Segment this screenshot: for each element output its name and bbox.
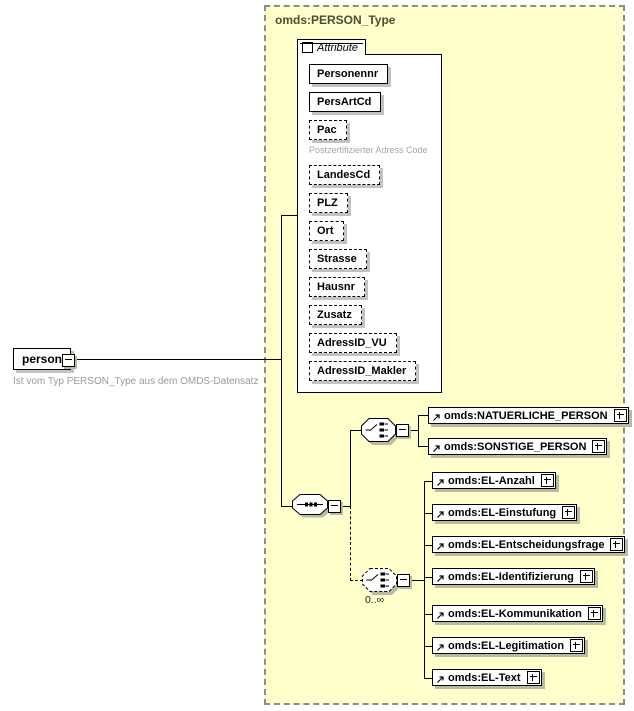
attribute-label: LandesCd (317, 169, 371, 181)
connector-line (408, 580, 424, 581)
connector-line (281, 215, 298, 216)
attribute-pac[interactable]: Pac (309, 120, 347, 140)
connector-line (424, 678, 432, 679)
element-el-einstufung[interactable]: omds:EL-Einstufung (432, 504, 578, 521)
attribute-label: Hausnr (317, 281, 355, 293)
element-reference-icon (437, 511, 444, 518)
attribute-label: AdressID_Makler (317, 365, 407, 377)
element-sonstige-person[interactable]: omds:SONSTIGE_PERSON (428, 438, 608, 455)
attributes-tab-label: Attribute (317, 41, 358, 54)
element-el-anzahl[interactable]: omds:EL-Anzahl (432, 472, 556, 489)
connector-line (424, 481, 425, 678)
attribute-label: Personennr (317, 68, 379, 80)
connector-line (424, 513, 432, 514)
attribute-adressid-vu[interactable]: AdressID_VU (309, 333, 397, 353)
element-el-identifizierung[interactable]: omds:EL-Identifizierung (432, 568, 595, 585)
element-label: omds:EL-Kommunikation (448, 607, 582, 620)
element-label: omds:EL-Einstufung (448, 506, 557, 519)
element-reference-icon (437, 612, 444, 619)
occurrence-label: 0..∞ (365, 594, 385, 606)
attribute-adressid-makler[interactable]: AdressID_Makler (309, 361, 417, 381)
element-reference-icon (437, 575, 444, 582)
element-reference-icon (437, 479, 444, 486)
attribute-plz[interactable]: PLZ (309, 193, 348, 213)
collapse-icon[interactable] (302, 42, 313, 53)
choice-connector-icon[interactable] (361, 418, 402, 448)
expand-icon[interactable] (592, 440, 606, 453)
element-label: omds:EL-Legitimation (448, 639, 565, 652)
element-label: omds:EL-Text (448, 671, 521, 684)
attribute-hausnr[interactable]: Hausnr (309, 277, 365, 297)
connector-line (424, 577, 432, 578)
connector-line (424, 545, 432, 546)
sequence-connector-icon[interactable] (292, 494, 333, 521)
element-label: omds:EL-Entscheidungsfrage (448, 538, 605, 551)
connector-line (424, 646, 432, 647)
element-el-kommunikation[interactable]: omds:EL-Kommunikation (432, 605, 603, 622)
attribute-label: PLZ (317, 197, 338, 209)
connector-line (281, 506, 293, 507)
collapse-icon[interactable] (396, 424, 409, 437)
connector-line (339, 506, 351, 507)
element-el-entscheidungsfrage[interactable]: omds:EL-Entscheidungsfrage (432, 536, 626, 553)
element-label: omds:EL-Identifizierung (448, 570, 574, 583)
connector-line (73, 359, 281, 360)
attribute-annotation: Postzertifizierter Adress Code (309, 145, 428, 155)
attributes-tab[interactable]: Attribute (297, 39, 366, 55)
element-natuerliche-person[interactable]: omds:NATUERLICHE_PERSON (428, 407, 629, 424)
expand-icon[interactable] (540, 474, 554, 487)
choice-connector-optional-icon[interactable] (362, 568, 403, 598)
element-reference-icon (437, 644, 444, 651)
attribute-zusatz[interactable]: Zusatz (309, 305, 362, 325)
attribute-label: Pac (317, 124, 337, 136)
attribute-label: Strasse (317, 253, 357, 265)
root-element-person[interactable]: person (13, 348, 72, 370)
element-reference-icon (433, 445, 440, 452)
connector-line (350, 430, 351, 507)
connector-line (350, 430, 363, 431)
element-reference-icon (437, 676, 444, 683)
element-reference-icon (433, 414, 440, 421)
element-label: omds:EL-Anzahl (448, 474, 535, 487)
connector-line (424, 481, 432, 482)
collapse-icon[interactable] (328, 500, 341, 513)
attribute-label: Ort (317, 225, 334, 237)
element-el-text[interactable]: omds:EL-Text (432, 669, 542, 686)
root-element-label: person (22, 352, 63, 366)
attribute-persartcd[interactable]: PersArtCd (309, 92, 382, 112)
attribute-ort[interactable]: Ort (309, 221, 344, 241)
collapse-icon[interactable] (397, 574, 410, 587)
connector-line (424, 614, 432, 615)
attribute-label: Zusatz (317, 309, 352, 321)
connector-line-optional (350, 506, 351, 581)
element-reference-icon (437, 543, 444, 550)
attribute-label: PersArtCd (317, 96, 372, 108)
connector-line-optional (350, 580, 363, 581)
expand-icon[interactable] (579, 570, 593, 583)
complex-type-label: omds:PERSON_Type (275, 13, 396, 27)
expand-icon[interactable] (526, 671, 540, 684)
expand-icon[interactable] (562, 506, 576, 519)
connector-line (281, 215, 282, 507)
connector-line (418, 415, 428, 416)
element-el-legitimation[interactable]: omds:EL-Legitimation (432, 637, 586, 654)
attribute-strasse[interactable]: Strasse (309, 249, 367, 269)
expand-icon[interactable] (570, 639, 584, 652)
expand-icon[interactable] (610, 538, 624, 551)
expand-icon[interactable] (587, 607, 601, 620)
collapse-icon[interactable] (62, 354, 75, 367)
attribute-landescd[interactable]: LandesCd (309, 165, 381, 185)
element-label: omds:NATUERLICHE_PERSON (444, 409, 608, 422)
element-label: omds:SONSTIGE_PERSON (444, 440, 587, 453)
element-annotation: Ist vom Typ PERSON_Type aus dem OMDS-Dat… (13, 376, 259, 387)
connector-line (418, 415, 419, 447)
connector-line (407, 430, 418, 431)
connector-line (418, 446, 428, 447)
attribute-label: AdressID_VU (317, 337, 387, 349)
expand-icon[interactable] (613, 409, 627, 422)
attribute-personennr[interactable]: Personennr (309, 64, 389, 84)
